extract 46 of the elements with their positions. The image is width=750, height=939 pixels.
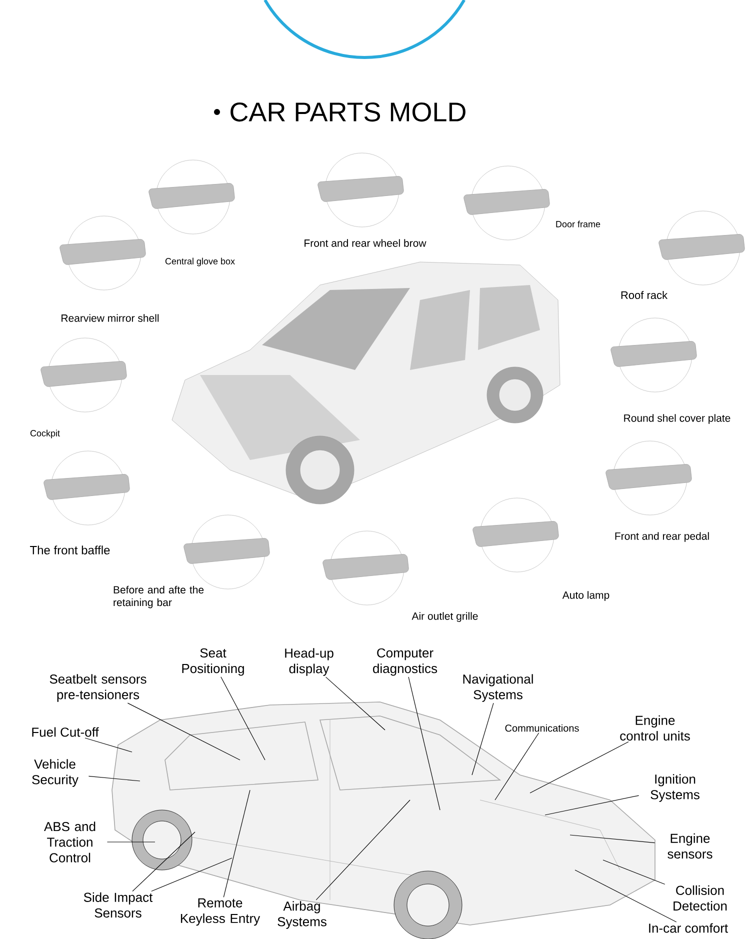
- leader-line: [570, 834, 656, 844]
- leader-line: [151, 858, 232, 892]
- part-label: Before and afte the retaining bar: [114, 586, 204, 608]
- part-label: Front and rear wheel brow: [304, 239, 426, 247]
- part-label: Round shel cover plate: [624, 414, 730, 424]
- callout-label: Navigational Systems: [463, 674, 533, 702]
- callout-label: Computer diagnostics: [373, 648, 438, 676]
- leader-line: [408, 676, 440, 810]
- part-label: Cockpit: [30, 430, 60, 438]
- part-label: Air outlet grille: [412, 612, 478, 622]
- leader-line: [88, 776, 140, 782]
- callout-label: Side Impact Sensors: [84, 892, 153, 918]
- part-label: Auto lamp: [562, 591, 610, 601]
- leader-line: [220, 676, 266, 760]
- leader-line: [84, 738, 132, 752]
- part-label: Door frame: [556, 220, 600, 228]
- leader-line: [494, 732, 540, 800]
- leader-line: [132, 832, 196, 892]
- title: CAR PARTS MOLD: [230, 102, 466, 122]
- leader-line: [544, 795, 640, 816]
- callout-label: Seatbelt sensors pre-tensioners: [50, 674, 146, 702]
- leader-line: [472, 702, 494, 776]
- part-label: Rearview mirror shell: [62, 314, 159, 322]
- callout-label: Communications: [505, 724, 579, 732]
- callout-label: Vehicle Security: [32, 759, 78, 787]
- callout-label: Engine sensors: [668, 833, 712, 859]
- part-label: Central glove box: [165, 258, 235, 266]
- callout-label: Ignition Systems: [650, 774, 700, 802]
- callout-label: Seat Positioning: [182, 648, 244, 676]
- callout-label: Fuel Cut-off: [32, 727, 99, 737]
- callout-label: In-car comfort: [649, 923, 728, 933]
- part-label: Front and rear pedal: [615, 532, 709, 542]
- leader-line: [127, 702, 240, 760]
- callout-label: Remote Keyless Entry: [180, 898, 260, 926]
- callout-label: Collision Detection: [674, 885, 727, 911]
- callout-label: Engine control units: [620, 715, 690, 741]
- leader-line: [530, 741, 629, 794]
- callout-label: Head-up display: [285, 648, 334, 676]
- leader-line: [316, 800, 410, 900]
- callout-label: ABS and Traction Control: [44, 822, 96, 862]
- leader-line: [223, 790, 250, 898]
- callout-label: Airbag Systems: [278, 901, 326, 929]
- leader-line: [326, 676, 386, 730]
- part-label: Roof rack: [621, 290, 668, 300]
- part-label: The front baffle: [30, 546, 110, 554]
- leader-line: [574, 870, 677, 922]
